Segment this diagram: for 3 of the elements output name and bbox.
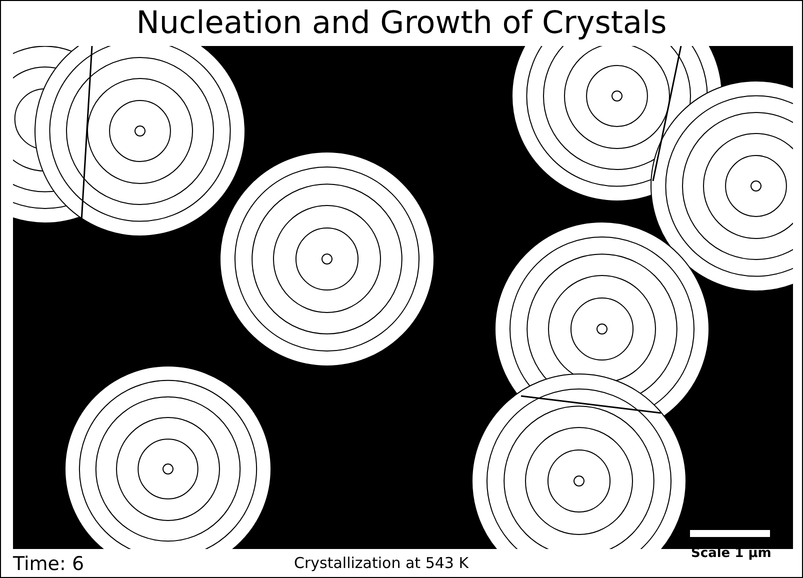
title: Nucleation and Growth of Crystals [135, 4, 668, 43]
time-label: Time: 6 [13, 552, 84, 576]
caption: Crystallization at 543 K [294, 553, 469, 573]
